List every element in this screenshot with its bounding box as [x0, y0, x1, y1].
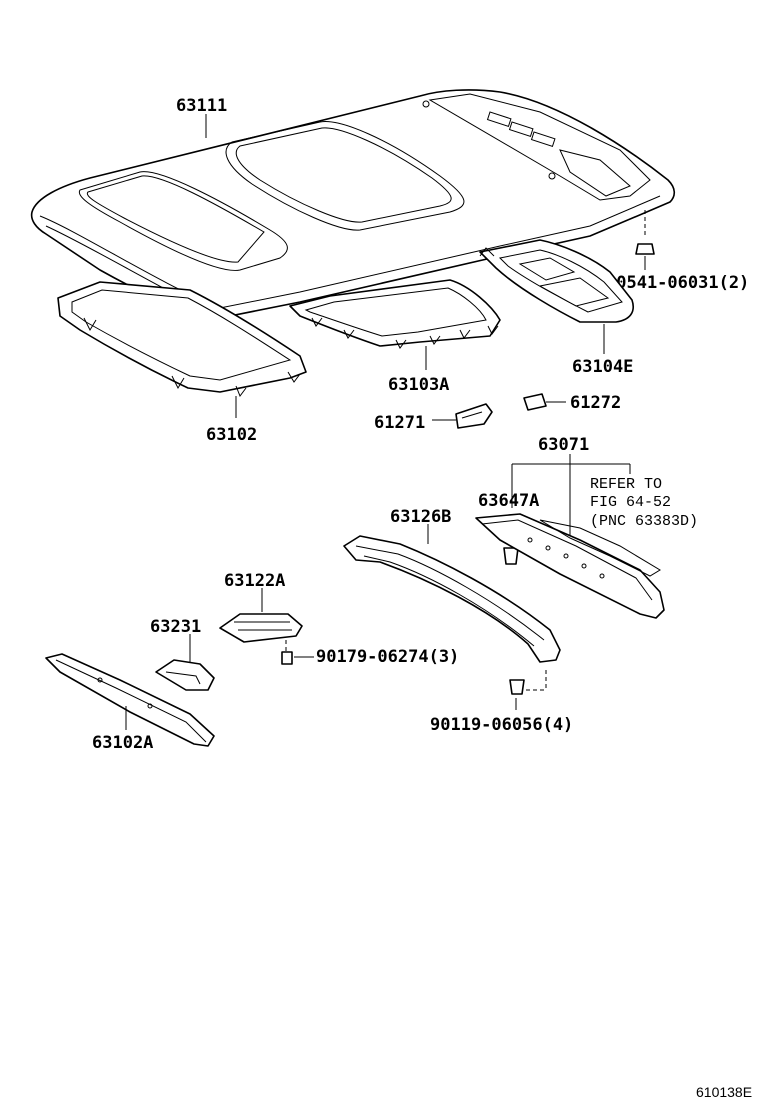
label-90119: 90119-06056(4): [430, 715, 573, 735]
label-90541: 90541-06031(2): [606, 273, 749, 293]
refer-note-line-3: (PNC 63383D): [590, 513, 698, 530]
roof-panel: [30, 89, 676, 319]
diagram-code: 610138E: [696, 1084, 752, 1100]
plate-63231: [155, 659, 215, 691]
label-63104E: 63104E: [572, 357, 633, 377]
leader-63071: [511, 454, 631, 540]
label-61271: 61271: [374, 413, 425, 433]
clip-90541: [635, 210, 655, 270]
rear-roof-frame: [479, 239, 634, 323]
label-63071: 63071: [538, 435, 589, 455]
refer-note-line-1: REFER TO: [590, 476, 662, 493]
front-roof-frame: [289, 279, 501, 349]
label-63647A: 63647A: [478, 491, 539, 511]
label-63102: 63102: [206, 425, 257, 445]
bracket-63122A: [219, 613, 303, 652]
label-63103A: 63103A: [388, 375, 449, 395]
bolt-63647A: [503, 547, 519, 565]
refer-note-line-2: FIG 64-52: [590, 494, 671, 511]
label-63102A: 63102A: [92, 733, 153, 753]
bolt-90119: [509, 670, 547, 695]
bracket-61271: [455, 403, 493, 429]
label-63126B: 63126B: [390, 507, 451, 527]
nut-90179: [281, 651, 293, 665]
label-63231: 63231: [150, 617, 201, 637]
roof-bow-63126B: [343, 535, 561, 663]
label-63111: 63111: [176, 96, 227, 116]
sunroof-frame: [57, 281, 307, 398]
label-63122A: 63122A: [224, 571, 285, 591]
label-61272: 61272: [570, 393, 621, 413]
rear-cross-member: [475, 513, 665, 619]
reinforcement-63102A: [45, 653, 215, 747]
label-90179: 90179-06274(3): [316, 647, 459, 667]
clip-61272: [523, 393, 547, 411]
